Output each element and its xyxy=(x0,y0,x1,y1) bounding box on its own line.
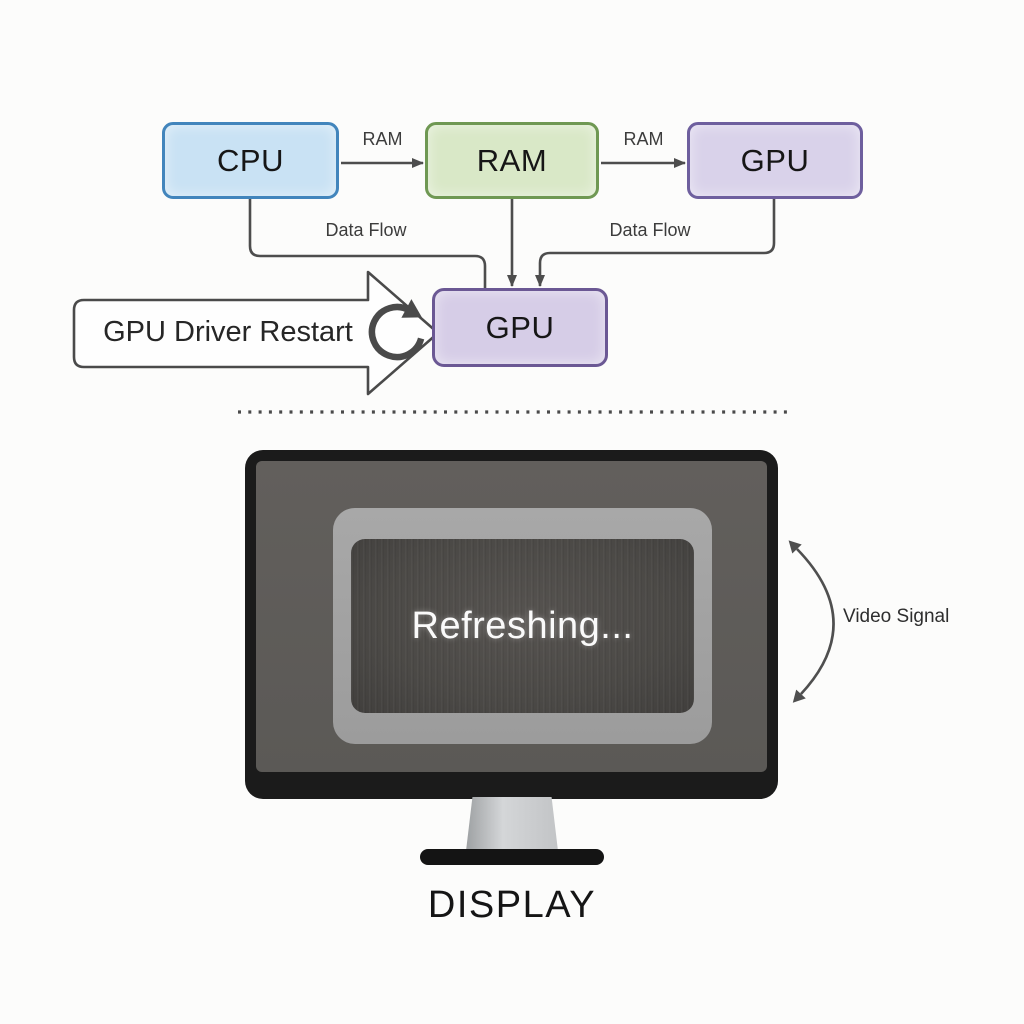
cpu-ram-arrow-label: RAM xyxy=(362,129,403,149)
monitor-stand xyxy=(466,797,558,851)
dataflow-label-right: Data Flow xyxy=(609,220,691,240)
cpu-box: CPU xyxy=(162,122,339,199)
ram-gpu-arrow-label: RAM xyxy=(623,129,664,149)
gpu-top-box: GPU xyxy=(687,122,863,199)
gpu-driver-restart-label: GPU Driver Restart xyxy=(103,316,353,348)
gpu-main-box: GPU xyxy=(432,288,608,367)
dataflow-label-left: Data Flow xyxy=(325,220,407,240)
screen-inner-panel: Refreshing... xyxy=(351,539,694,713)
refreshing-text: Refreshing... xyxy=(411,604,634,647)
monitor-screen: Refreshing... xyxy=(256,461,767,772)
gpu-dataflow-connector xyxy=(535,199,776,287)
cpu-dataflow-connector xyxy=(248,199,487,290)
display-caption: DISPLAY xyxy=(427,884,597,926)
screen-panel: Refreshing... xyxy=(333,508,712,744)
video-signal-label: Video Signal xyxy=(843,606,950,627)
monitor-base xyxy=(420,849,604,865)
ram-box: RAM xyxy=(425,122,599,199)
refresh-icon xyxy=(368,299,425,361)
restart-block-arrow xyxy=(72,270,440,396)
video-signal-arrow xyxy=(788,540,835,703)
monitor: Refreshing... xyxy=(245,450,778,799)
